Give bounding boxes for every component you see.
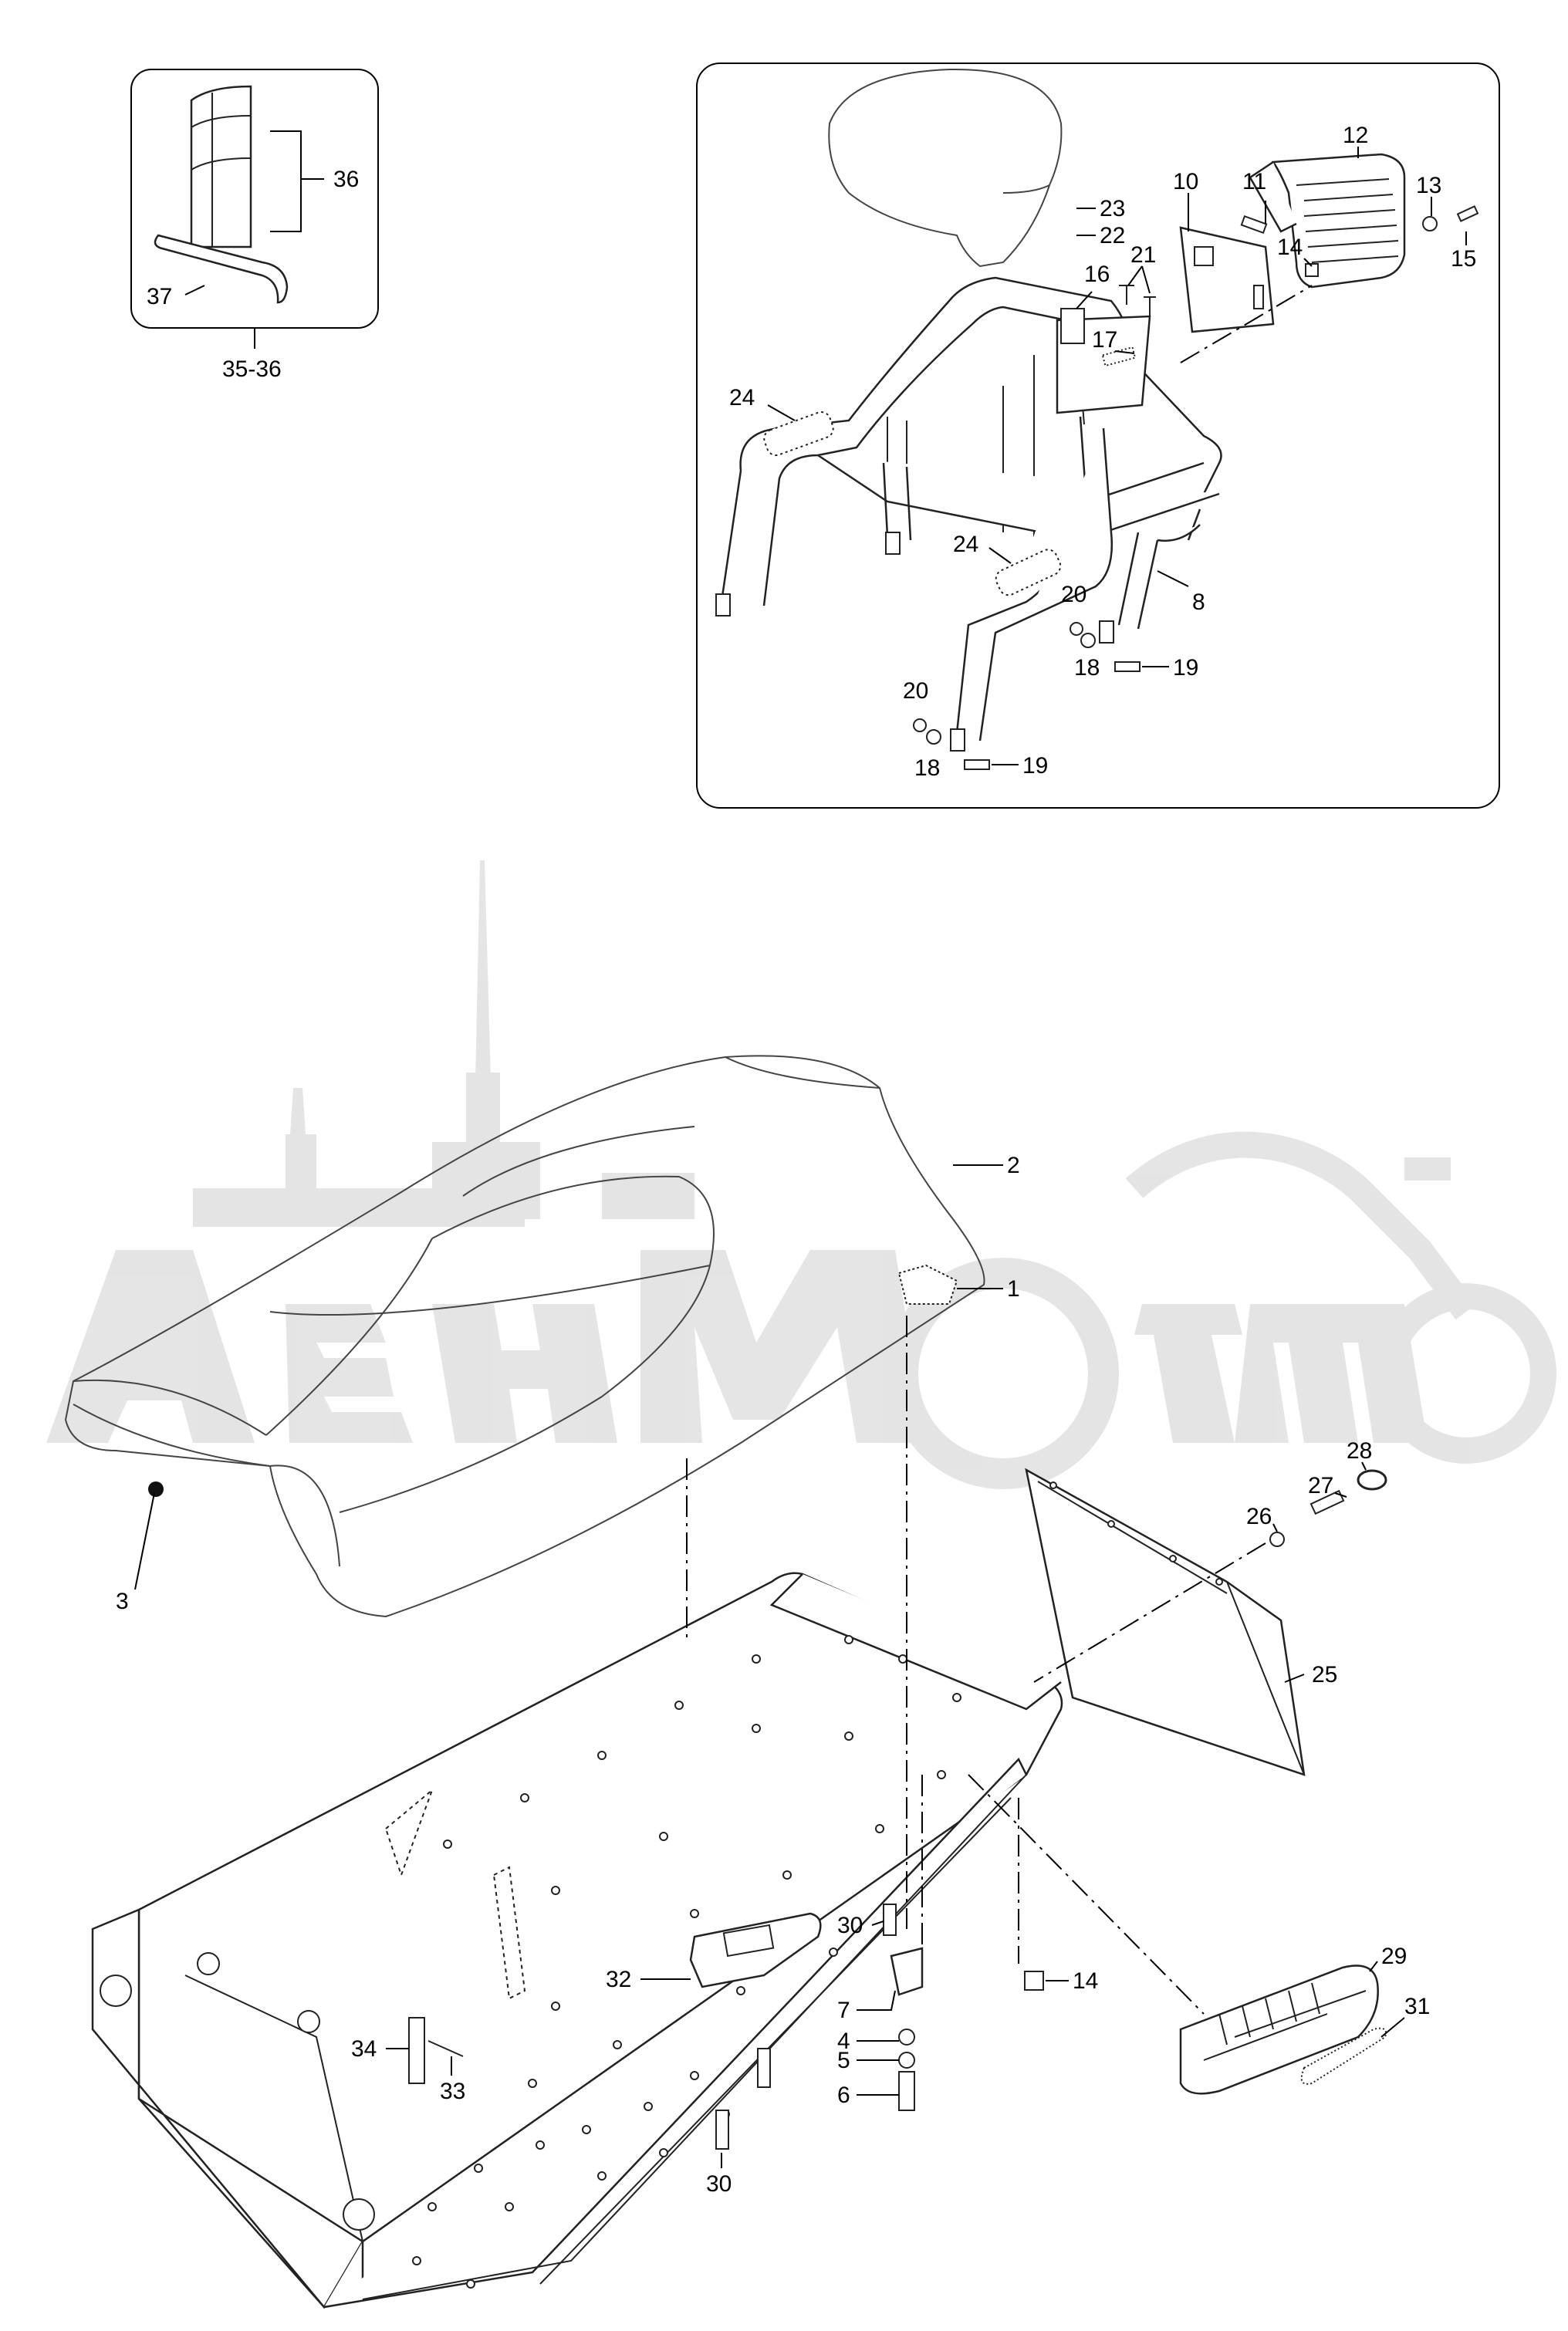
bracket-7-part bbox=[890, 1947, 924, 1996]
label-27: 27 bbox=[1308, 1473, 1333, 1498]
tail-cover-29-part bbox=[1179, 1964, 1379, 2095]
latch-32-part bbox=[689, 1912, 822, 1988]
screw-30-lower-part bbox=[715, 2110, 729, 2150]
spanner-wrench-part bbox=[154, 234, 289, 304]
backrest-part bbox=[828, 68, 1063, 268]
label-23: 23 bbox=[1100, 196, 1125, 221]
washer-13-part bbox=[1422, 216, 1438, 231]
label-33: 33 bbox=[440, 2079, 465, 2104]
plate-25-part bbox=[1025, 1468, 1306, 1776]
label-1: 1 bbox=[1007, 1276, 1020, 1302]
bolt-11-part bbox=[1240, 215, 1268, 235]
rear-rack-part bbox=[715, 276, 1222, 752]
nut-20-lower-part bbox=[913, 718, 927, 732]
label-21: 21 bbox=[1130, 242, 1156, 268]
label-11: 11 bbox=[1242, 169, 1266, 194]
label-2: 2 bbox=[1007, 1153, 1020, 1178]
washer-4-part bbox=[898, 2029, 915, 2046]
label-37: 37 bbox=[147, 284, 172, 309]
inset-rack: 23 22 10 11 12 13 14 15 21 16 17 24 24 8… bbox=[696, 62, 1500, 809]
washer-18-upper-part bbox=[1080, 633, 1096, 648]
label-17: 17 bbox=[1092, 327, 1117, 353]
seat-pan-holes bbox=[412, 1635, 961, 2289]
label-19-upper: 19 bbox=[1173, 655, 1198, 681]
watermark-logo bbox=[46, 860, 1556, 1489]
taillight-part bbox=[1249, 153, 1406, 289]
label-34: 34 bbox=[351, 2036, 377, 2062]
bolt-19-lower-part bbox=[964, 759, 990, 770]
washer-26-part bbox=[1269, 1532, 1285, 1547]
label-30-upper: 30 bbox=[837, 1913, 863, 1938]
watermark-letters bbox=[46, 1250, 1428, 1443]
seat-cover-roll-part bbox=[190, 85, 252, 248]
screw-15-part bbox=[1456, 205, 1479, 222]
label-22: 22 bbox=[1100, 223, 1125, 248]
label-10: 10 bbox=[1173, 169, 1198, 194]
label-15: 15 bbox=[1451, 246, 1476, 272]
bolt-6-part bbox=[898, 2071, 915, 2111]
label-36: 36 bbox=[333, 167, 359, 192]
grommet-28-part bbox=[1357, 1469, 1387, 1491]
label-30-lower: 30 bbox=[706, 2171, 732, 2197]
label-3: 3 bbox=[116, 1589, 129, 1614]
washer-5-part bbox=[898, 2052, 915, 2069]
label-5: 5 bbox=[837, 2048, 850, 2073]
label-8: 8 bbox=[1192, 590, 1205, 615]
label-35-36: 35-36 bbox=[222, 356, 282, 382]
label-12: 12 bbox=[1343, 123, 1368, 148]
label-24-upper: 24 bbox=[729, 385, 755, 410]
screw-30-upper-part bbox=[883, 1904, 897, 1936]
main-assembly: 2 1 3 28 27 26 25 29 31 14 30 32 7 4 5 6… bbox=[64, 1055, 1430, 2309]
label-18-upper: 18 bbox=[1074, 655, 1100, 681]
label-14-main: 14 bbox=[1073, 1968, 1098, 1994]
rivet-3-part bbox=[148, 1481, 164, 1497]
reflector-31-part bbox=[1300, 2027, 1387, 2085]
inset-kit: 36 37 35-36 bbox=[130, 69, 379, 382]
label-20-lower: 20 bbox=[903, 678, 928, 704]
nut-20-upper-part bbox=[1070, 622, 1083, 636]
pin-33-part bbox=[427, 2040, 464, 2057]
label-13: 13 bbox=[1416, 173, 1441, 198]
label-28: 28 bbox=[1347, 1438, 1372, 1464]
label-18-lower: 18 bbox=[914, 755, 940, 781]
patch-1-part bbox=[897, 1264, 958, 1305]
washer-18-lower-part bbox=[926, 729, 941, 745]
label-26: 26 bbox=[1246, 1504, 1272, 1529]
seat-part bbox=[64, 1055, 985, 1618]
screw-21-part bbox=[1119, 285, 1156, 316]
bolt-19-upper-part bbox=[1114, 661, 1141, 672]
screw-30-side-part bbox=[757, 2048, 771, 2088]
label-31: 31 bbox=[1404, 1994, 1430, 2019]
label-19-lower: 19 bbox=[1022, 753, 1048, 779]
label-29: 29 bbox=[1381, 1944, 1407, 1969]
relay-16-part bbox=[1060, 308, 1085, 344]
label-7: 7 bbox=[837, 1998, 850, 2023]
label-6: 6 bbox=[837, 2083, 850, 2108]
label-16: 16 bbox=[1084, 262, 1110, 287]
nut-14-main-part bbox=[1024, 1971, 1044, 1991]
inset-rack-frame bbox=[696, 62, 1500, 809]
label-25: 25 bbox=[1312, 1662, 1337, 1687]
label-32: 32 bbox=[606, 1967, 631, 1992]
label-4: 4 bbox=[837, 2029, 850, 2054]
label-14-rack: 14 bbox=[1277, 235, 1303, 260]
label-24-lower: 24 bbox=[953, 532, 978, 557]
label-20-upper: 20 bbox=[1061, 582, 1086, 607]
nut-14-part bbox=[1305, 263, 1319, 277]
seat-pan-part bbox=[91, 1572, 1063, 2309]
clip-34-part bbox=[408, 2017, 425, 2084]
